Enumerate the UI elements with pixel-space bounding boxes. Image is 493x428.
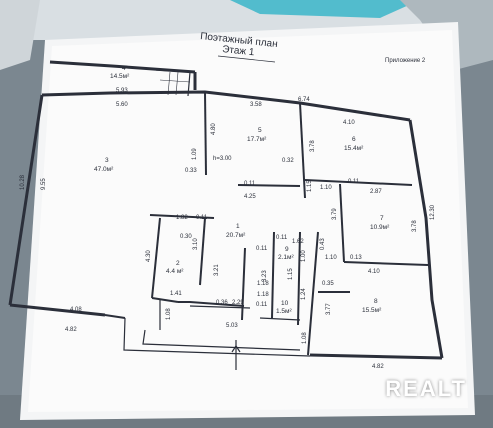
dim: 4.30 <box>146 250 152 262</box>
dim: 3.21 <box>214 264 220 276</box>
dim: 1.15 <box>288 268 294 280</box>
dim: 3.58 <box>250 102 262 108</box>
dim: 3.23 <box>262 270 268 282</box>
room-5-area: 17.7м² <box>247 136 267 143</box>
watermark-logo: REALT <box>385 376 467 401</box>
dim: 0.36 <box>216 300 228 306</box>
dim: 1.10 <box>325 255 337 261</box>
room-5-num: 5 <box>258 127 262 134</box>
dim: 1.82 <box>176 215 188 221</box>
dim: 1.62 <box>292 239 304 245</box>
room-6-area: 15.4м² <box>344 145 364 152</box>
room-1-num: 1 <box>236 223 240 230</box>
dim: 1.09 <box>192 148 198 160</box>
dim: 5.60 <box>116 102 128 108</box>
sheet-note: Приложение 2 <box>385 58 426 64</box>
dim: 0.11 <box>348 179 360 185</box>
dim: 2.87 <box>370 189 382 195</box>
dim: 0.11 <box>276 235 288 241</box>
dim: 1.15 <box>307 180 313 192</box>
dim: 4.82 <box>65 327 77 333</box>
room-7-num: 7 <box>380 215 384 222</box>
dim: 5.03 <box>226 323 238 329</box>
room-6-num: 6 <box>352 136 356 143</box>
dim: 0.11 <box>256 246 268 252</box>
room-2-area: 4.4 м² <box>166 268 184 275</box>
dim: 1.18 <box>257 281 269 287</box>
dimension-labels: 5.93 5.60 3.58 6.74 4.10 0.33 4.80 1.09 … <box>20 88 436 370</box>
dim: 1.18 <box>257 292 269 298</box>
dim: 3.77 <box>326 303 332 315</box>
dim: 1.41 <box>170 291 182 297</box>
dim: 0.43 <box>320 238 326 250</box>
dim: 4.10 <box>368 269 380 275</box>
dim: 0.13 <box>350 255 362 261</box>
dim: 3.78 <box>412 220 418 232</box>
dim: 10.28 <box>20 174 26 190</box>
room-7-area: 10.9м² <box>370 224 390 231</box>
room-8-num: 8 <box>374 298 378 305</box>
dim: 0.11 <box>256 302 268 308</box>
dim: 1.08 <box>166 308 172 320</box>
dim: 1.00 <box>301 250 307 262</box>
dim: 3.79 <box>332 208 338 220</box>
dim: 0.33 <box>185 168 197 174</box>
room-8-area: 15.5м² <box>362 307 382 314</box>
room-1-area: 20.7м² <box>226 232 246 239</box>
room-10-num: 10 <box>281 300 289 307</box>
room-3-area: 47.0м² <box>94 166 114 173</box>
dim: 4.82 <box>372 364 384 370</box>
dim: 1.24 <box>301 288 307 300</box>
room-labels: 1 20.7м² 2 4.4 м² 3 47.0м² 4 14.5м² 5 17… <box>94 65 390 315</box>
dim: 3.78 <box>310 140 316 152</box>
room-3-num: 3 <box>105 157 109 164</box>
dim: 6.74 <box>298 97 310 103</box>
dim: 4.25 <box>244 194 256 200</box>
room-4-area: 14.5м² <box>110 73 130 80</box>
dim: 0.32 <box>282 158 294 164</box>
dim: 9.55 <box>41 178 47 190</box>
dim: 2.29 <box>232 300 244 306</box>
dim: 0.11 <box>244 181 256 187</box>
dim: 3.10 <box>193 238 199 250</box>
room-4-num: 4 <box>122 65 126 72</box>
room-9-num: 9 <box>285 246 289 253</box>
dim: h=3.00 <box>213 156 232 162</box>
dim: 4.08 <box>70 307 82 313</box>
dim: 1.10 <box>320 185 332 191</box>
room-2-num: 2 <box>176 260 180 267</box>
dim: 5.93 <box>116 88 128 94</box>
dim: 4.80 <box>211 123 217 135</box>
room-9-area: 2.1м² <box>278 254 295 261</box>
dim: 0.11 <box>196 215 208 221</box>
floor-label: Этаж 1 <box>222 44 256 58</box>
dim: 0.35 <box>322 281 334 287</box>
dim: 1.08 <box>302 332 308 344</box>
dim: 12.30 <box>430 204 436 220</box>
room-10-area: 1.5м² <box>276 308 293 315</box>
dim: 0.30 <box>180 234 192 240</box>
dim: 4.10 <box>343 120 355 126</box>
